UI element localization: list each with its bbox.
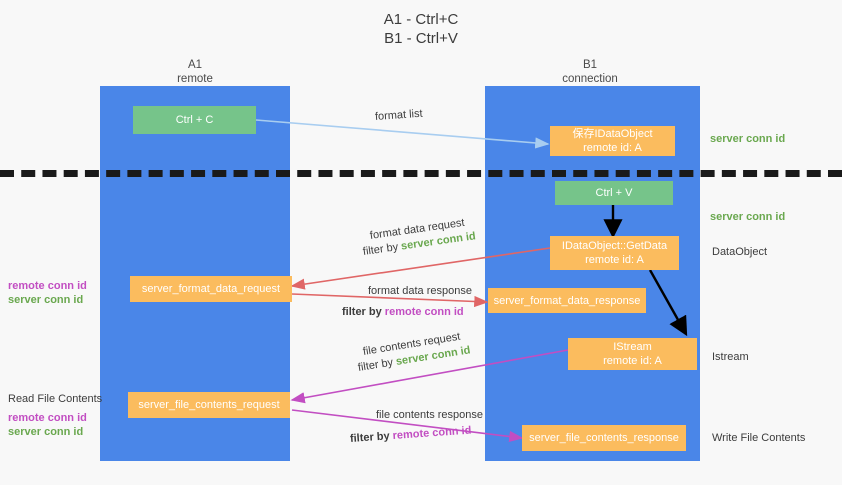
box-server-file-contents-response-label: server_file_contents_response (529, 432, 679, 444)
label-file-contents-response-filter: filter by remote conn id (349, 424, 472, 445)
label-format-data-response-filter: filter by remote conn id (342, 306, 464, 318)
right-label-istream: Istream (712, 351, 749, 363)
left-label-server-conn-id-mid: server conn id (8, 294, 84, 306)
column-header-b1: B1 connection (510, 58, 670, 86)
filter-key-remote-conn-id-1: remote conn id (384, 306, 464, 318)
title-line-2: B1 - Ctrl+V (384, 30, 458, 47)
box-server-format-data-response-label: server_format_data_response (493, 294, 641, 307)
right-label-write-file-contents: Write File Contents (712, 432, 806, 444)
box-ctrl-c-label: Ctrl + C (175, 114, 214, 126)
box-ctrl-v-label: Ctrl + V (595, 187, 633, 199)
box-istream[interactable]: IStream remote id: A (568, 338, 697, 370)
column-a1-sub: remote (177, 73, 213, 85)
right-label-dataobject: DataObject (712, 246, 768, 258)
box-idataobject-getdata-line2: remote id: A (585, 254, 644, 266)
box-ctrl-v[interactable]: Ctrl + V (555, 181, 673, 205)
column-header-a1: A1 remote (115, 58, 275, 86)
left-label-remote-conn-id-bottom: remote conn id (8, 412, 87, 424)
right-label-server-conn-id-top: server conn id (710, 133, 786, 145)
left-label-remote-conn-id-mid: remote conn id (8, 280, 87, 292)
box-save-idataobject[interactable]: 保存IDataObject remote id: A (550, 126, 675, 156)
label-format-list: format list (374, 107, 423, 123)
box-server-format-data-request[interactable]: server_format_data_request (130, 276, 292, 302)
left-label-server-conn-id-bottom: server conn id (8, 426, 84, 438)
box-ctrl-c[interactable]: Ctrl + C (133, 106, 256, 134)
column-a1-name: A1 (187, 59, 203, 71)
box-server-format-data-response[interactable]: server_format_data_response (488, 288, 646, 313)
box-server-file-contents-request-label: server_file_contents_request (138, 399, 280, 411)
box-server-file-contents-request[interactable]: server_file_contents_request (128, 392, 290, 418)
phase-divider (0, 170, 842, 177)
box-istream-line2: remote id: A (603, 355, 662, 367)
filter-key-remote-conn-id-2: remote conn id (392, 424, 472, 443)
box-server-format-data-request-label: server_format_data_request (141, 283, 281, 295)
box-idataobject-getdata[interactable]: IDataObject::GetData remote id: A (550, 236, 679, 270)
box-idataobject-getdata-line1: IDataObject::GetData (561, 240, 668, 252)
column-b1-sub: connection (562, 73, 618, 85)
box-server-file-contents-response[interactable]: server_file_contents_response (522, 425, 686, 451)
box-istream-line1: IStream (613, 341, 652, 353)
title-line-1: A1 - Ctrl+C (383, 11, 459, 28)
label-format-data-response: format data response (368, 285, 472, 297)
column-b1-name: B1 (582, 59, 598, 71)
box-save-idataobject-line2: remote id: A (583, 142, 642, 154)
right-label-server-conn-id-mid: server conn id (710, 211, 786, 223)
page-title: A1 - Ctrl+C B1 - Ctrl+V (0, 10, 842, 48)
label-file-contents-response: file contents response (376, 409, 484, 421)
left-label-read-file-contents: Read File Contents (8, 393, 103, 405)
box-save-idataobject-line1: 保存IDataObject (572, 128, 653, 140)
